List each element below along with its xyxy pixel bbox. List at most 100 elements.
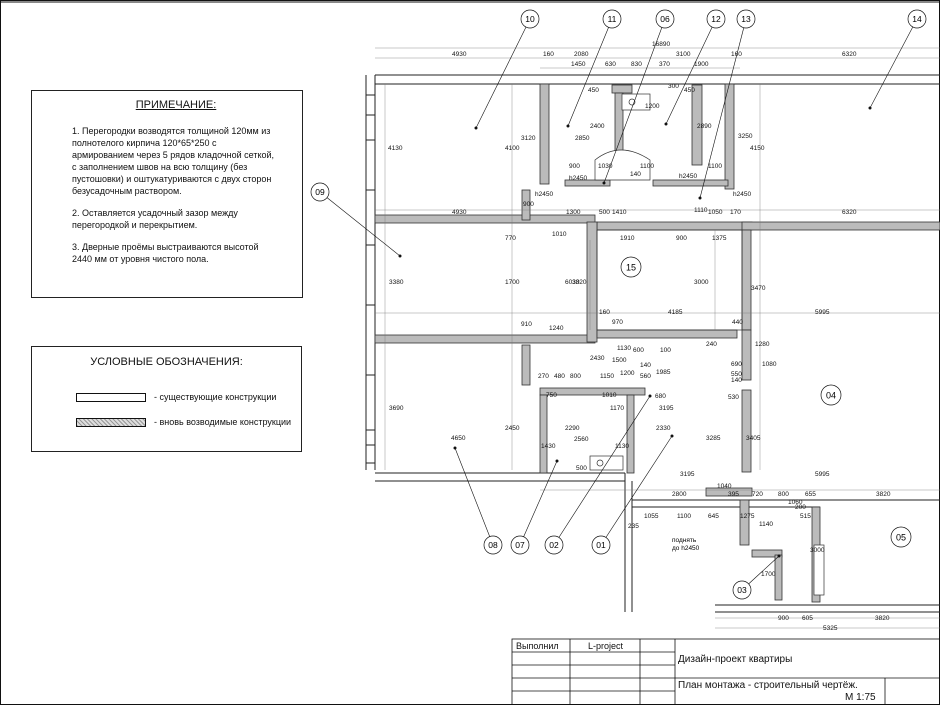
dimension-label: 1110 — [694, 207, 708, 214]
new-swatch — [76, 417, 146, 427]
dimension-label: 2890 — [697, 123, 712, 130]
callout-leader — [600, 435, 673, 546]
dimension-label: 900 — [778, 615, 789, 622]
dimension-label: 530 — [728, 394, 739, 401]
callout-number: 01 — [596, 540, 606, 550]
legend-panel: УСЛОВНЫЕ ОБОЗНАЧЕНИЯ: - существующие кон… — [31, 346, 302, 452]
dimension-label: 750 — [546, 392, 557, 399]
callout-circle — [736, 9, 756, 29]
dimension-label: 4150 — [750, 145, 765, 152]
callout-dot — [648, 394, 652, 398]
dimension-label: 2800 — [672, 491, 687, 498]
title-block — [511, 638, 940, 705]
dimension-label: 1130 — [617, 345, 631, 352]
dimension-label: 3405 — [746, 435, 761, 442]
dimension-label: 1050 — [708, 209, 723, 216]
callout-circle — [310, 182, 330, 202]
dimension-label: 2330 — [656, 425, 671, 432]
callout-dot — [868, 106, 872, 110]
dimension-label: 270 — [538, 373, 549, 380]
dimension-label: 1080 — [762, 361, 777, 368]
callout-dot — [398, 254, 402, 258]
dimension-label: h2450 — [679, 173, 697, 180]
dimension-label: 160 — [543, 51, 554, 58]
raise-note-height: до h2450 — [672, 545, 700, 552]
dimension-label: 1450 — [571, 61, 586, 68]
callout-number: 03 — [737, 585, 747, 595]
note-item: 2. Оставляется усадочный зазор между пер… — [72, 208, 238, 230]
dimension-label: 655 — [805, 491, 816, 498]
dimension-label: 3285 — [706, 435, 721, 442]
dimension-label: 300 — [668, 83, 679, 90]
dimension-label: 1040 — [717, 483, 732, 490]
dimension-label: 1130 — [615, 443, 629, 450]
dimension-label: 440 — [732, 319, 743, 326]
dimension-label: 1200 — [620, 370, 635, 377]
dimension-label: h2450 — [569, 175, 587, 182]
note-title: ПРИМЕЧАНИЕ: — [135, 99, 217, 111]
callout-leader — [553, 395, 651, 546]
legend-title: УСЛОВНЫЕ ОБОЗНАЧЕНИЯ: — [90, 356, 243, 368]
callout-dot — [474, 126, 478, 130]
callout-leader — [869, 18, 918, 109]
callout-circle — [706, 9, 726, 29]
dimension-label: 2290 — [565, 425, 580, 432]
dimension-label: 910 — [521, 321, 532, 328]
callout-dot — [566, 124, 570, 128]
dimension-label: 3820 — [876, 491, 891, 498]
dimension-label: 1900 — [694, 61, 709, 68]
callout-dot — [602, 181, 606, 185]
dimension-label: 370 — [659, 61, 670, 68]
dimension-label: 3690 — [389, 405, 404, 412]
dimension-label: 630 — [605, 61, 616, 68]
dimension-label: 1410 — [612, 209, 627, 216]
dimension-label: h2450 — [733, 191, 751, 198]
room-labels: 15 04 05 — [620, 256, 912, 548]
dimension-label: 3000 — [694, 279, 709, 286]
dimension-label: 1030 — [598, 163, 613, 170]
dimension-label: 1700 — [505, 279, 520, 286]
dimension-label: 2850 — [575, 135, 590, 142]
dimension-label: 3250 — [738, 133, 753, 140]
dimension-label: 160 — [599, 309, 610, 316]
dimension-label: 2450 — [505, 425, 520, 432]
note-item: 3. Дверные проёмы выстраиваются высотой … — [72, 242, 259, 264]
dimension-label: 900 — [569, 163, 580, 170]
callout-leader — [603, 18, 666, 184]
room-tag-circle — [890, 526, 912, 548]
note-items: 1. Перегородки возводятся толщиной 120мм… — [72, 125, 280, 265]
callout-number: 09 — [315, 187, 325, 197]
room-tag: 05 — [896, 533, 906, 543]
dimension-label: 4930 — [452, 51, 467, 58]
callout-circle — [520, 9, 540, 29]
dimension-label: 500 — [576, 465, 587, 472]
dimension-label: 140 — [731, 377, 742, 384]
callout-number: 10 — [525, 14, 535, 24]
interior-walls — [374, 83, 940, 603]
dimension-label: 1985 — [656, 369, 671, 376]
dimension-label: 500 — [599, 209, 610, 216]
dimension-label: 16890 — [652, 41, 670, 48]
dimension-label: 3380 — [389, 279, 404, 286]
dimension-label: 480 — [554, 373, 565, 380]
dimension-label: 140 — [630, 171, 641, 178]
room-tag: 04 — [826, 391, 836, 401]
performer-name: L-project — [588, 641, 624, 651]
room-tag: 15 — [626, 263, 636, 273]
dimension-label: 2430 — [590, 355, 605, 362]
dimension-label: 4650 — [451, 435, 466, 442]
dimension-label: 1010 — [602, 392, 617, 399]
dimension-label: 6320 — [842, 209, 857, 216]
dimension-label: 450 — [684, 87, 695, 94]
callout-circle — [602, 9, 622, 29]
raise-note: поднять — [672, 537, 697, 544]
dimension-label: 6030 — [565, 279, 580, 286]
project-title: Дизайн-проект квартиры — [678, 654, 793, 665]
dimension-label: 1100 — [677, 513, 691, 520]
callout-number: 12 — [711, 14, 721, 24]
dimension-label: 1170 — [610, 405, 624, 412]
callout-leader — [319, 191, 401, 257]
dimension-label: 4100 — [505, 145, 520, 152]
dimension-label: 1140 — [759, 521, 773, 528]
